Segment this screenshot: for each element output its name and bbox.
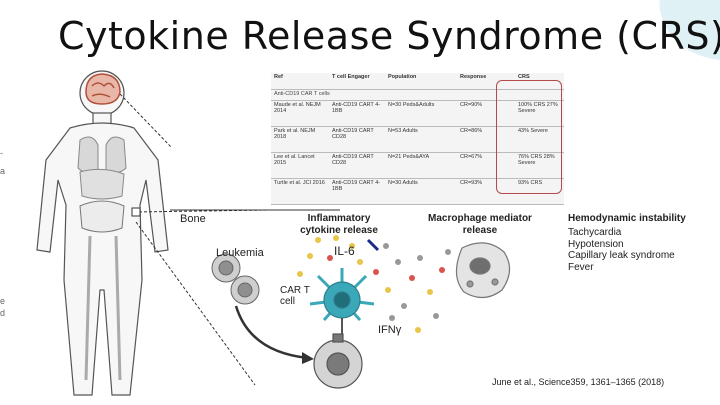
il6-marker: [366, 238, 380, 252]
cell-crs: 76% CRS 28% Severe: [515, 152, 564, 179]
table-row: Turtle et al. JCI 2016 Anti-CD19 CART 4-…: [271, 178, 564, 205]
leg-bones-icon: [84, 235, 122, 381]
cell-crs: 100% CRS 27% Severe: [515, 100, 564, 127]
cell-ref: Lee et al. Lancet 2015: [271, 152, 329, 179]
list-item: Capillary leak syndrome: [568, 250, 675, 261]
target-cell: [313, 333, 363, 389]
cell-population: N=30 Adults: [385, 178, 457, 205]
cell-response: CR=86%: [457, 126, 515, 153]
cell-response: CR=90%: [457, 100, 515, 127]
cell-crs: 43% Severe: [515, 126, 564, 153]
bone-label: Bone: [180, 213, 206, 225]
macrophage-header: Macrophage mediator release: [428, 213, 532, 236]
table-row: Lee et al. Lancet 2015 Anti-CD19 CART CD…: [271, 152, 564, 179]
human-body-figure: [36, 70, 169, 396]
macrophage-cell: [455, 242, 511, 299]
zoom-box: [131, 207, 141, 217]
leukemia-cells: [211, 253, 260, 305]
citation: June et al., Science359, 1361–1365 (2018…: [492, 377, 665, 387]
cell-ref: Turtle et al. JCI 2016: [271, 178, 329, 205]
col-header-ref: Ref: [271, 73, 329, 90]
cell-population: N=30 Peds&Adults: [385, 100, 457, 127]
car-t-label: CAR T cell: [280, 285, 310, 307]
cell-engager: Anti-CD19 CART 4-1BB: [329, 178, 385, 205]
col-header-population: Population: [385, 73, 457, 90]
crs-column-highlight: [496, 80, 562, 194]
list-item: Fever: [568, 261, 594, 273]
cytokine-dots: [297, 235, 451, 333]
brain-icon: [85, 73, 121, 105]
cell-crs: 93% CRS: [515, 178, 564, 205]
cell-engager: Anti-CD19 CART CD28: [329, 152, 385, 179]
ifn-label: IFNγ: [378, 324, 402, 336]
list-item: Tachycardia: [568, 227, 622, 238]
table-row: Park et al. NEJM 2018 Anti-CD19 CART CD2…: [271, 126, 564, 153]
col-header-crs: CRS: [515, 73, 564, 90]
cell-ref: Maude et al. NEJM 2014: [271, 100, 329, 127]
list-item: Hypotension: [568, 238, 624, 250]
curved-arrow: [234, 305, 309, 360]
pelvis-icon: [79, 200, 125, 233]
col-header-engager: T cell Engager: [329, 73, 385, 90]
il6-label: IL-6: [334, 244, 355, 258]
cell-population: N=53 Adults: [385, 126, 457, 153]
page-title: Cytokine Release Syndrome (CRS): [58, 14, 720, 58]
crs-studies-table: Ref T cell Engager Population Response C…: [271, 73, 564, 205]
cell-ref: Park et al. NEJM 2018: [271, 126, 329, 153]
cell-engager: Anti-CD19 CART CD28: [329, 126, 385, 153]
leukemia-label: Leukemia: [216, 247, 264, 259]
cell-population: N=21 Peds&AYA: [385, 152, 457, 179]
car-t-cell: [309, 268, 375, 336]
cell-response: CR=93%: [457, 178, 515, 205]
corner-decoration: [659, 0, 720, 60]
lungs-icon: [77, 136, 127, 174]
table-row: Maude et al. NEJM 2014 Anti-CD19 CART 4-…: [271, 100, 564, 127]
inflammatory-header: Inflammatory cytokine release: [300, 213, 378, 236]
hemodynamic-header: Hemodynamic instability: [568, 213, 686, 224]
cell-engager: Anti-CD19 CART 4-1BB: [329, 100, 385, 127]
cell-response: CR=67%: [457, 152, 515, 179]
symptom-list: Tachycardia Hypotension Capillary leak s…: [568, 227, 675, 273]
zoom-lines: [119, 93, 271, 386]
table-subheader: Anti-CD19 CAR T cells: [271, 89, 564, 101]
